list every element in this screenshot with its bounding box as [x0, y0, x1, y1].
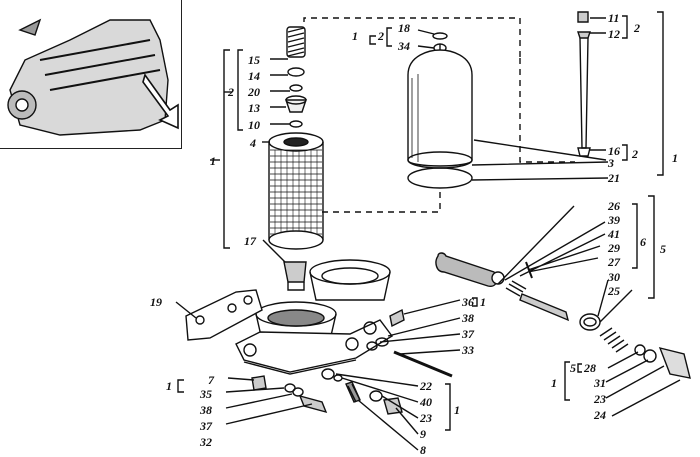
callout-21: 21 — [608, 171, 620, 185]
group-2-top: 2 — [378, 29, 384, 43]
callout-16: 16 — [608, 144, 620, 158]
engine-illustration — [7, 18, 179, 136]
group-5: 5 — [660, 242, 666, 256]
filter-housing — [407, 44, 473, 169]
group-2-left: 2 — [228, 85, 234, 99]
group-2-pin: 2 — [632, 147, 638, 161]
callout-7: 7 — [208, 373, 214, 387]
callout-36: 36 — [462, 295, 474, 309]
callout-31: 31 — [594, 376, 606, 390]
callout-40: 40 — [420, 395, 432, 409]
callout-18: 18 — [398, 21, 410, 35]
callout-14: 14 — [248, 69, 260, 83]
group-1-top: 1 — [352, 29, 358, 43]
callout-34: 34 — [398, 39, 410, 53]
callout-25: 25 — [608, 284, 620, 298]
callout-10: 10 — [248, 118, 260, 132]
callout-19: 19 — [150, 295, 162, 309]
filter-base — [235, 259, 394, 375]
callout-4: 4 — [250, 136, 256, 150]
callout-37-left: 37 — [200, 419, 212, 433]
callout-3: 3 — [608, 156, 614, 170]
engine-inset-frame — [0, 0, 182, 149]
center-bolt — [577, 11, 606, 157]
callout-12: 12 — [608, 27, 620, 41]
group-6: 6 — [640, 235, 646, 249]
callout-22: 22 — [420, 379, 432, 393]
callout-28: 28 — [584, 361, 596, 375]
callout-33: 33 — [462, 343, 474, 357]
callout-37-right: 37 — [462, 327, 474, 341]
spring-15 — [286, 26, 306, 58]
callout-17: 17 — [244, 234, 256, 248]
group-5-bottom-right: 5 — [570, 361, 576, 375]
group-1-bottom-right: 1 — [551, 376, 557, 390]
callout-8: 8 — [420, 443, 426, 457]
group-1-bottom-left: 1 — [166, 379, 172, 393]
callout-11: 11 — [608, 11, 620, 25]
callout-30: 30 — [608, 270, 620, 284]
callout-15: 15 — [248, 53, 260, 67]
group-1-bottom-mid: 1 — [454, 403, 460, 417]
callout-26: 26 — [608, 199, 620, 213]
callout-23-mid: 23 — [420, 411, 432, 425]
callout-27: 27 — [608, 255, 620, 269]
callout-23-right: 23 — [594, 392, 606, 406]
callout-41: 41 — [608, 227, 620, 241]
callout-24: 24 — [594, 408, 606, 422]
callout-38-left: 38 — [200, 403, 212, 417]
callout-39: 39 — [608, 213, 620, 227]
callout-29: 29 — [608, 241, 620, 255]
callout-20: 20 — [248, 85, 260, 99]
group-1-36: 1 — [480, 295, 486, 309]
callout-13: 13 — [248, 101, 260, 115]
callout-35: 35 — [200, 387, 212, 401]
callout-38-right: 38 — [462, 311, 474, 325]
group-1-left: 1 — [210, 154, 216, 168]
callout-9: 9 — [420, 427, 426, 441]
group-1-right: 1 — [672, 151, 678, 165]
callout-32: 32 — [200, 435, 212, 449]
group-2-bolt: 2 — [634, 21, 640, 35]
filter-element — [268, 132, 324, 250]
